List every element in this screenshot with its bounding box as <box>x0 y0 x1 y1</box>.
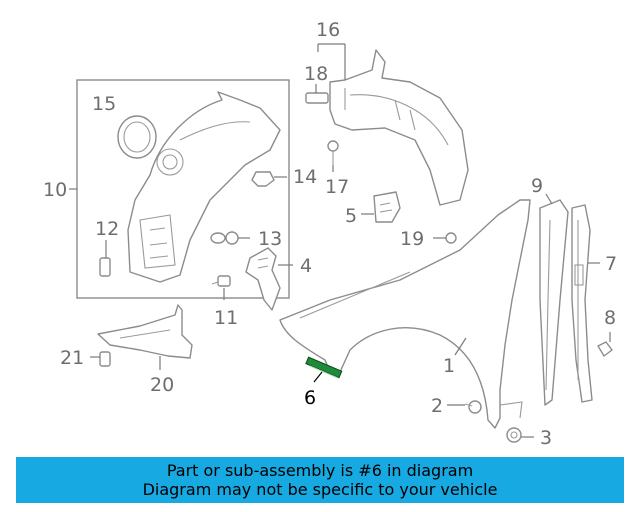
callout-3: 3 <box>540 427 552 449</box>
part-18-clip <box>305 92 329 104</box>
callout-9: 9 <box>531 175 543 197</box>
banner-line-1: Part or sub-assembly is #6 in diagram <box>166 461 474 480</box>
part-7-seal <box>571 204 600 403</box>
callout-15: 15 <box>92 93 116 115</box>
callout-7: 7 <box>605 253 617 275</box>
part-12-clip <box>99 240 111 277</box>
callout-10: 10 <box>43 179 67 201</box>
callout-21: 21 <box>60 347 84 369</box>
part-6-seal <box>305 356 343 383</box>
callout-20: 20 <box>150 374 174 396</box>
part-1-fender <box>279 199 531 429</box>
part-17-pin <box>327 140 339 172</box>
part-14-nut <box>251 171 287 187</box>
part-21-bolt <box>90 351 111 367</box>
callout-16: 16 <box>316 19 340 41</box>
part-20-bracket <box>97 304 193 370</box>
callout-11: 11 <box>214 307 238 329</box>
part-19-bolt <box>433 232 457 244</box>
info-banner: Part or sub-assembly is #6 in diagram Di… <box>16 457 624 503</box>
part-11-bolt <box>211 275 231 300</box>
callout-18: 18 <box>304 63 328 85</box>
callout-14: 14 <box>293 166 317 188</box>
callout-8: 8 <box>604 307 616 329</box>
part-8-bolt <box>597 332 613 357</box>
banner-line-2: Diagram may not be specific to your vehi… <box>142 480 498 499</box>
part-9-trim <box>539 193 569 406</box>
part-13-screw <box>210 231 250 245</box>
callout-17: 17 <box>325 176 349 198</box>
part-3-nut <box>506 427 534 443</box>
callout-5: 5 <box>345 205 357 227</box>
part-16-liner <box>329 49 469 206</box>
callout-13: 13 <box>258 228 282 250</box>
callout-12: 12 <box>95 218 119 240</box>
part-15-plug <box>117 115 157 159</box>
part-10-liner <box>127 91 281 283</box>
part-4-bracket <box>245 247 293 311</box>
callout-6: 6 <box>304 387 316 409</box>
parts-diagram: 16 18 15 10 14 17 12 5 19 13 4 9 7 11 8 … <box>43 19 617 449</box>
callout-1: 1 <box>443 355 455 377</box>
part-5-bracket <box>361 191 401 223</box>
part-2-pin <box>447 400 482 414</box>
callout-19: 19 <box>400 228 424 250</box>
callout-4: 4 <box>300 255 312 277</box>
callout-2: 2 <box>431 395 443 417</box>
